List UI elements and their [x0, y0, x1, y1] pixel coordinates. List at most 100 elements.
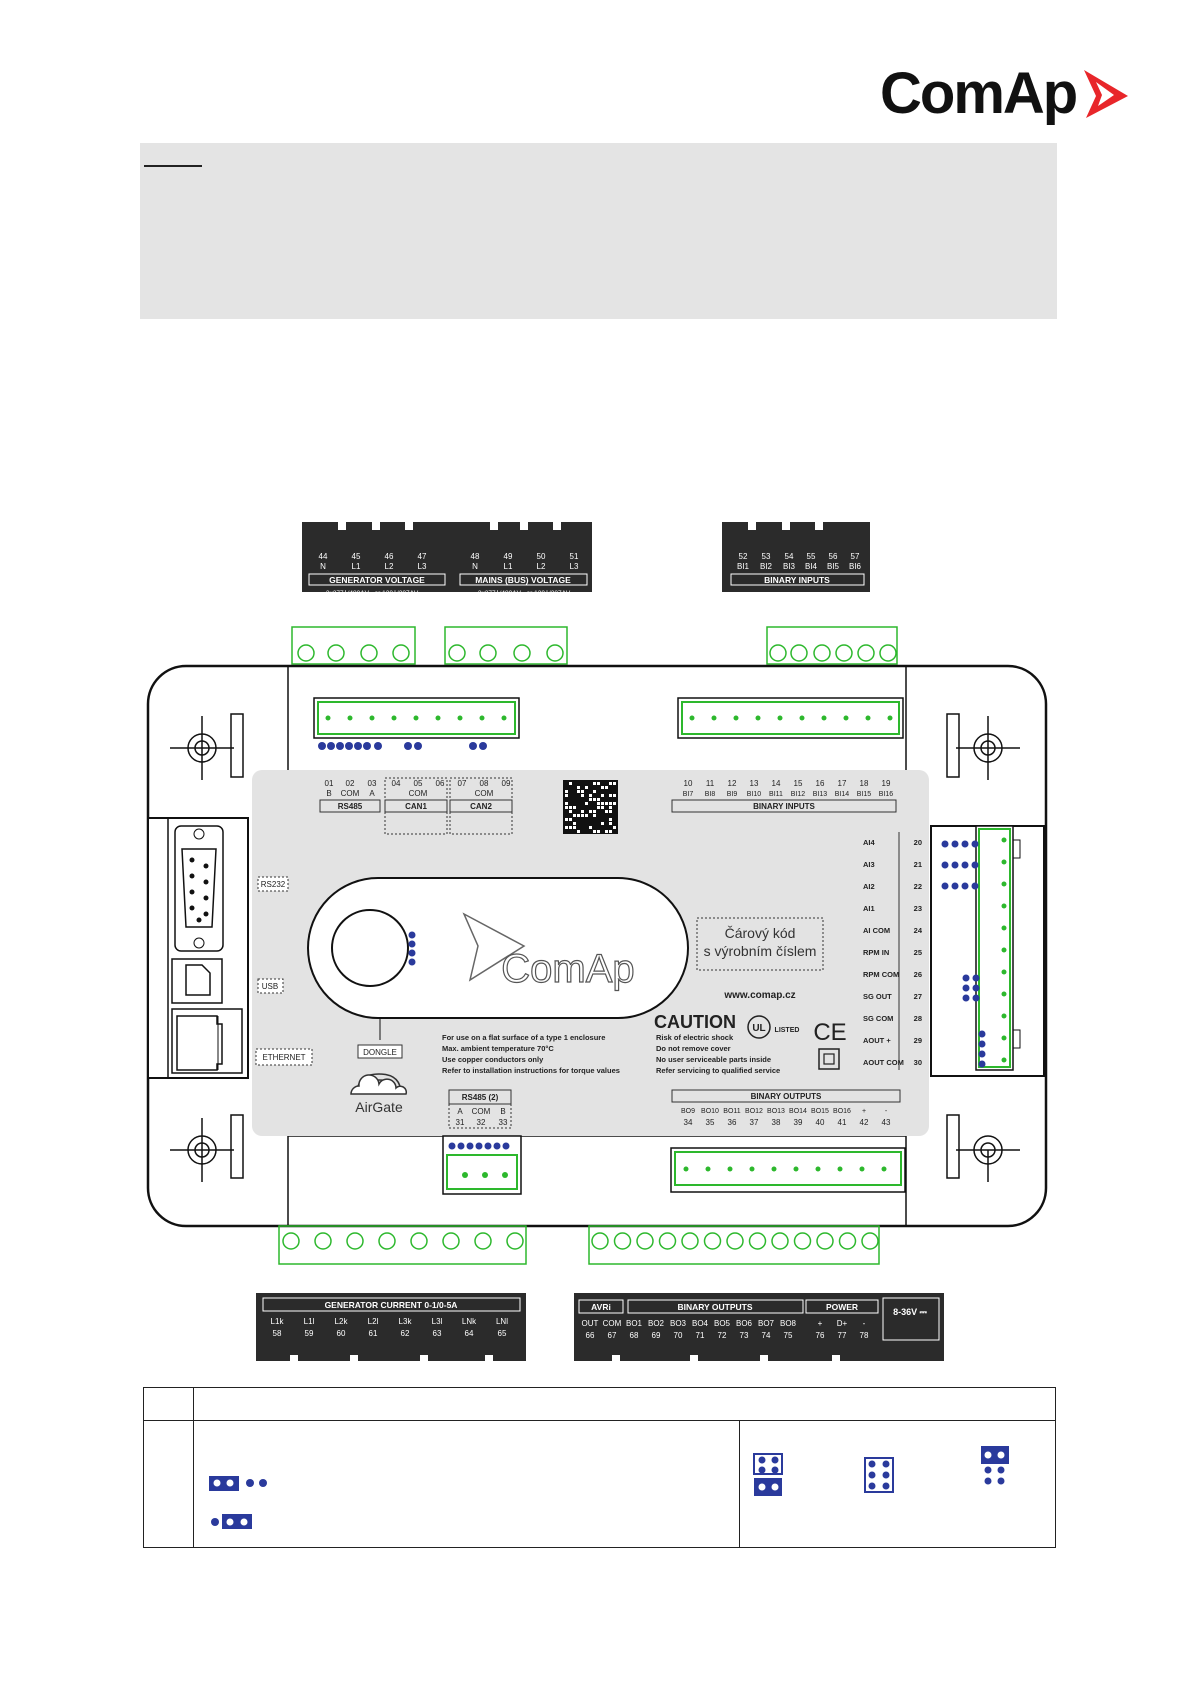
- pin: [733, 715, 739, 721]
- logo-text: ComAp: [880, 61, 1078, 126]
- pin: [749, 1166, 755, 1172]
- data-matrix-cell: [605, 802, 608, 805]
- pin: [1001, 991, 1007, 997]
- power-terminal: 76: [816, 1331, 825, 1340]
- left-port-labels: RS232 USB ETHERNET: [255, 876, 313, 1066]
- listed-mark: LISTED: [775, 1027, 800, 1034]
- can2-label: CAN2: [470, 802, 492, 811]
- ce-mark: CE: [813, 1019, 846, 1046]
- use-instruction-line: For use on a flat surface of a type 1 en…: [442, 1033, 605, 1042]
- bi-signal: BI9: [727, 791, 738, 798]
- bi-signal: BI7: [683, 791, 694, 798]
- pin: [325, 715, 331, 721]
- comm-terminal: 02: [346, 779, 355, 788]
- bo-bottom-terminal: 75: [784, 1331, 793, 1340]
- data-matrix-cell: [569, 826, 572, 829]
- bi-top-signal: BI3: [783, 562, 796, 571]
- comm-terminal: 03: [368, 779, 377, 788]
- jumper-pin: [951, 840, 959, 848]
- gen-current-terminal: 59: [305, 1329, 314, 1338]
- comm-signal: B: [326, 789, 331, 798]
- comm-terminal: 05: [414, 779, 423, 788]
- bo-terminal: 43: [882, 1118, 891, 1127]
- gen-voltage-signal: L1: [352, 562, 361, 571]
- mains-voltage-signal: L3: [570, 562, 579, 571]
- analog-io-label: AOUT +: [863, 1036, 891, 1045]
- gen-voltage-signal: L2: [385, 562, 394, 571]
- bottom-green-plugs: [278, 1225, 880, 1265]
- comm-signal: COM: [341, 789, 360, 798]
- bo-terminal: 36: [728, 1118, 737, 1127]
- data-matrix-cell: [597, 830, 600, 833]
- data-matrix-cell: [593, 790, 596, 793]
- jumper-pin: [978, 1030, 986, 1038]
- pin: [1001, 1057, 1007, 1063]
- analog-io-terminal: 30: [914, 1058, 922, 1067]
- data-matrix-cell: [597, 802, 600, 805]
- bo-bottom-terminal: 71: [696, 1331, 705, 1340]
- jumper-pin: [971, 882, 979, 890]
- data-matrix-cell: [573, 806, 576, 809]
- jumper-pin: [971, 840, 979, 848]
- bottom-connector-labels: GENERATOR CURRENT 0-1/0-5A AVRi BINARY O…: [256, 1293, 944, 1361]
- analog-io-label: AI1: [863, 904, 875, 913]
- mains-voltage-terminal: 51: [570, 552, 579, 561]
- display-window: ComAp DONGLE: [307, 877, 689, 1059]
- data-matrix-cell: [605, 786, 608, 789]
- bi-terminal: 10: [684, 779, 693, 788]
- bi-top-terminal: 52: [739, 552, 748, 561]
- jumper-table: [143, 1387, 1056, 1548]
- jumper-pin: [941, 882, 949, 890]
- comm-signal: COM: [475, 789, 494, 798]
- gen-voltage-terminal: 47: [418, 552, 427, 561]
- mains-voltage-terminal: 48: [471, 552, 480, 561]
- power-signal: +: [818, 1319, 823, 1328]
- analog-io-label: AI COM: [863, 926, 890, 935]
- bo-bottom-signal: BO5: [714, 1319, 731, 1328]
- can2-dashed-box: [449, 777, 513, 835]
- bo-title-box: [671, 1089, 901, 1103]
- comm-terminal: 04: [392, 779, 401, 788]
- analog-io-terminal: 21: [914, 860, 922, 869]
- bo-terminal: 40: [816, 1118, 825, 1127]
- gen-current-signal: LNl: [496, 1317, 508, 1326]
- screw: [838, 1232, 857, 1250]
- avri-terminal: 66: [586, 1331, 595, 1340]
- data-matrix-cell: [569, 782, 572, 785]
- screw: [793, 1232, 812, 1250]
- bo-bottom-signal: BO4: [692, 1319, 709, 1328]
- bi-top-terminal: 53: [762, 552, 771, 561]
- pin: [347, 715, 353, 721]
- caution-line: Refer servicing to qualified service: [656, 1066, 780, 1075]
- gen-voltage-terminal: 46: [385, 552, 394, 561]
- pin: [1001, 969, 1007, 975]
- data-matrix-cell: [601, 822, 604, 825]
- rs485-2-label: RS485 (2): [462, 1093, 499, 1102]
- data-matrix-cell: [577, 814, 580, 817]
- pin: [1001, 881, 1007, 887]
- screw: [771, 1232, 789, 1250]
- rs485-2-signal: A: [457, 1107, 463, 1116]
- pin: [859, 1166, 865, 1172]
- bo-terminal: 39: [794, 1118, 803, 1127]
- bo-bottom-terminal: 72: [718, 1331, 727, 1340]
- data-matrix-cell: [569, 806, 572, 809]
- screw: [726, 1232, 744, 1250]
- gen-voltage-title: GENERATOR VOLTAGE: [329, 575, 425, 585]
- bo-bottom-signal: BO3: [670, 1319, 687, 1328]
- table-col-divider: [739, 1420, 740, 1548]
- bo-bottom-signal: BO2: [648, 1319, 665, 1328]
- bi-terminal: 16: [816, 779, 825, 788]
- gen-current-terminal: 63: [433, 1329, 442, 1338]
- data-matrix-cell: [593, 782, 596, 785]
- gen-current-signal: L3k: [399, 1317, 413, 1326]
- bi-signal: BI12: [791, 791, 806, 798]
- rs232-label: RS232: [261, 880, 286, 889]
- pin: [1001, 947, 1007, 953]
- analog-io-terminal: 29: [914, 1036, 922, 1045]
- data-matrix-cell: [565, 806, 568, 809]
- bo-bottom-signal: BO1: [626, 1319, 643, 1328]
- data-matrix-bg: [563, 780, 618, 834]
- screw: [861, 1232, 879, 1250]
